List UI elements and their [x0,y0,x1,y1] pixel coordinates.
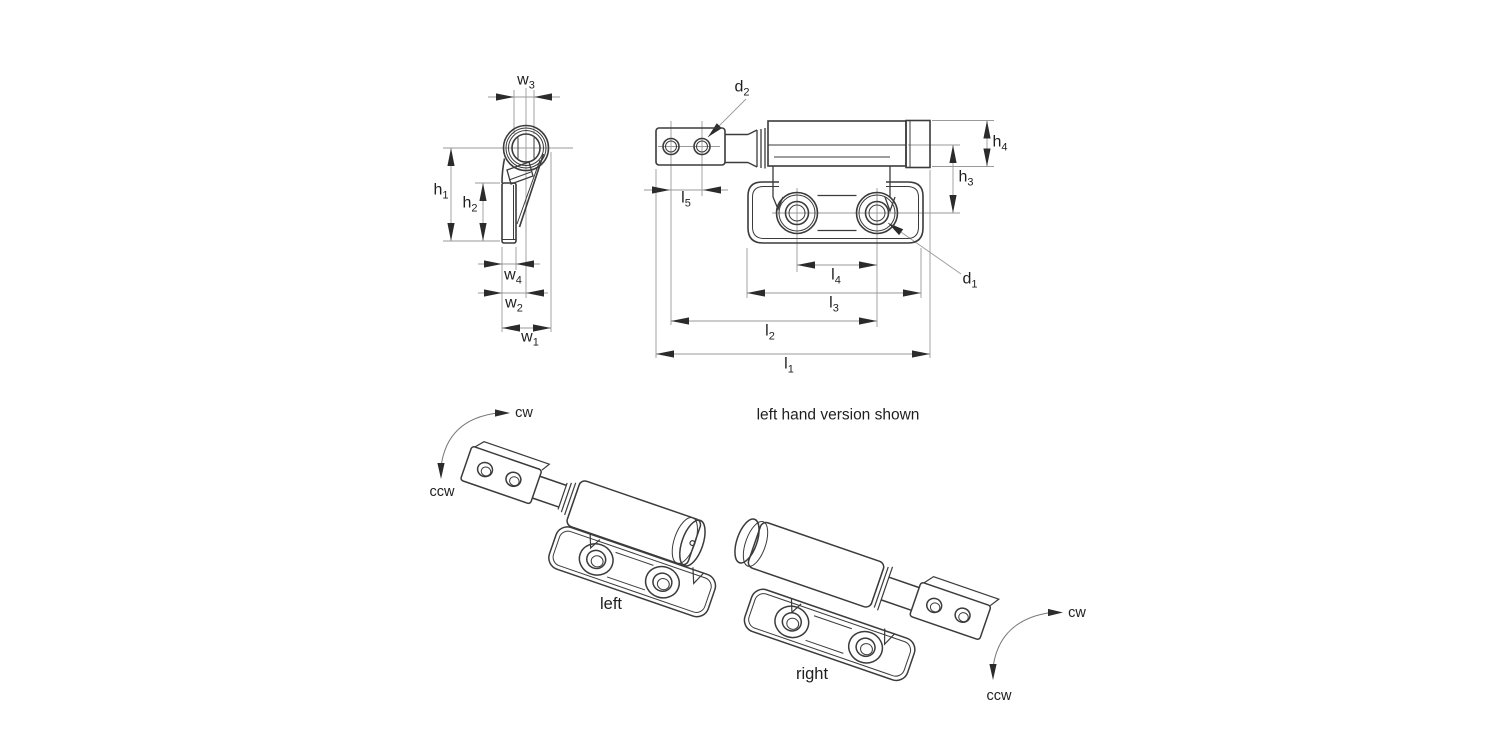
dim-label-w2: w2 [505,294,523,315]
dim-label-l4: l4 [831,266,841,287]
dim-label-h2: h2 [462,194,478,215]
dim-label-d2: d2 [734,78,750,99]
dim-label-w4: w4 [504,266,522,287]
dim-label-h1: h1 [433,181,449,202]
dim-label-h3: h3 [958,168,974,189]
ccw-label-left: ccw [429,483,455,500]
iso-left-label: left [599,594,623,613]
dimension-arrowheads [447,93,991,358]
dim-label-h4: h4 [992,133,1008,154]
spring-clip [884,196,896,213]
dim-label-w3: w3 [517,71,535,92]
dim-label-w1: w1 [521,328,539,349]
dim-label-d1: d1 [962,270,978,291]
arm-plate [655,127,726,166]
dim-label-l1: l1 [784,355,794,376]
dim-label-l5: l5 [681,189,691,210]
ccw-label-right: ccw [986,687,1012,704]
rotation-arrows [437,409,1063,680]
d2-arrowhead [708,123,722,137]
barrel [767,120,907,167]
dim-label-l3: l3 [829,294,839,315]
cw-label-left: cw [515,404,533,421]
front-view-drawing [655,119,931,244]
cw-label-right: cw [1068,604,1086,621]
iso-right-label: right [795,664,829,683]
cw-arrowhead-left [495,409,510,417]
caption-hand-version: left hand version shown [756,406,920,424]
bracket-plate [747,181,924,244]
side-view-drawing [501,124,550,244]
iso-right-drawing [734,518,1001,682]
end-cap [905,119,931,169]
cw-arrowhead-right [1048,608,1063,617]
dim-label-l2: l2 [765,322,775,343]
cw-ccw-arc-right [992,612,1052,669]
cw-ccw-arc-left [440,412,499,468]
ccw-arrowhead-left [437,463,445,479]
iso-left-drawing [460,441,717,618]
ccw-arrowhead-right [989,664,997,680]
